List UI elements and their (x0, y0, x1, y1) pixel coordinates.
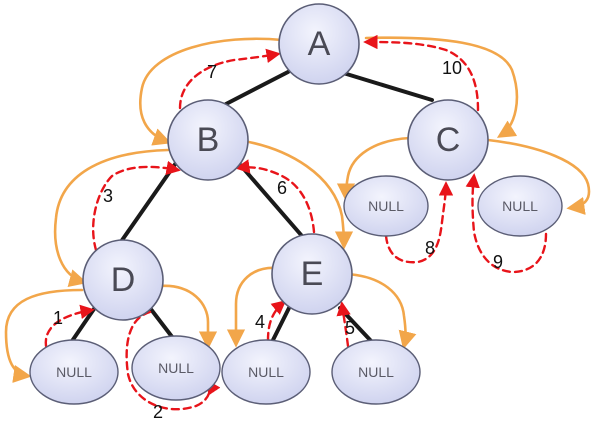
null-node-d-right: NULL (131, 335, 221, 401)
return-9 (465, 173, 548, 274)
null-node-d-left: NULL (29, 339, 119, 405)
edge-e-left-null (270, 304, 292, 344)
edge-b-d (116, 158, 180, 248)
return-1 (44, 304, 95, 348)
null-node-e-left: NULL (221, 339, 311, 405)
path-d-to-right-null (158, 284, 218, 350)
null-label: NULL (158, 360, 194, 376)
return-6 (235, 159, 316, 234)
node-c-label: C (436, 121, 461, 159)
null-label: NULL (358, 364, 394, 380)
path-e-to-right-null (344, 272, 417, 350)
node-e-label: E (301, 255, 324, 293)
edge-b-e (234, 158, 304, 238)
step-4-label: 4 (255, 312, 265, 332)
null-label: NULL (248, 364, 284, 380)
step-7-label: 7 (207, 62, 217, 82)
return-2 (125, 310, 221, 411)
edge-a-c (338, 70, 434, 102)
path-a-to-b (139, 37, 284, 146)
step-1-label: 1 (53, 308, 63, 328)
step-3-label: 3 (103, 186, 113, 206)
null-label: NULL (368, 198, 404, 214)
step-labels: 1 2 3 4 5 6 7 8 9 10 (53, 58, 503, 422)
node-b-label: B (197, 121, 220, 159)
node-c: C (407, 99, 489, 181)
return-4 (266, 300, 287, 342)
return-5 (336, 301, 351, 348)
path-e-to-left-null (226, 266, 280, 348)
return-8 (384, 181, 454, 264)
step-6-label: 6 (277, 178, 287, 198)
return-10 (363, 34, 480, 112)
null-node-c-right: NULL (477, 175, 563, 237)
null-label: NULL (502, 198, 538, 214)
step-8-label: 8 (425, 238, 435, 258)
return-3 (92, 160, 181, 252)
traversal-path (4, 36, 591, 383)
path-c-to-left-null (336, 136, 412, 202)
node-e: E (271, 233, 353, 315)
step-10-label: 10 (442, 58, 462, 78)
path-c-to-right-null (486, 138, 591, 215)
node-a-label: A (308, 25, 331, 63)
step-9-label: 9 (493, 252, 503, 272)
null-node-e-right: NULL (331, 339, 421, 405)
path-b-to-e (236, 138, 354, 250)
step-5-label: 5 (345, 318, 355, 338)
node-d-label: D (111, 261, 136, 299)
node-a: A (278, 3, 360, 85)
return-7 (178, 48, 281, 110)
path-a-to-c (364, 36, 519, 138)
step-2-label: 2 (153, 402, 163, 422)
path-b-to-d (53, 148, 170, 287)
path-d-to-left-null (4, 288, 84, 383)
node-b: B (167, 99, 249, 181)
node-d: D (82, 239, 164, 321)
edge-a-b (224, 70, 290, 106)
null-label: NULL (56, 364, 92, 380)
return-path (44, 34, 548, 411)
null-node-c-left: NULL (343, 175, 429, 237)
